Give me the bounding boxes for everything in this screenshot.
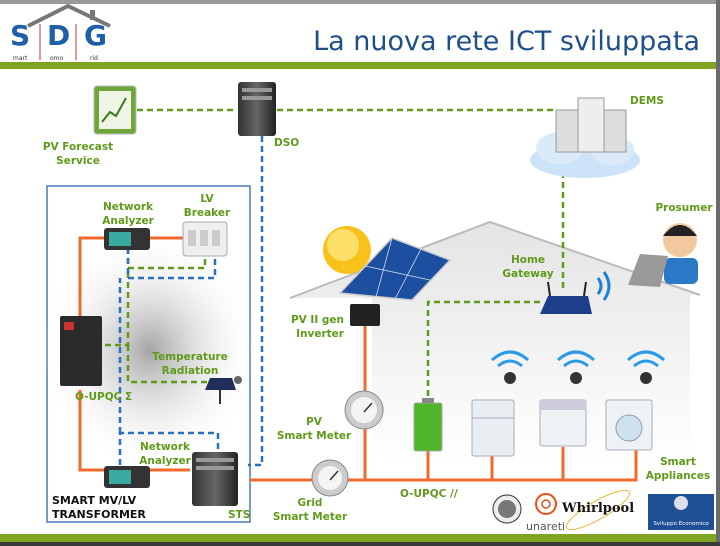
svg-text:omo: omo bbox=[50, 55, 64, 62]
washing-machine-icon bbox=[605, 399, 653, 451]
svg-text:Breaker: Breaker bbox=[184, 207, 231, 219]
right-border bbox=[716, 0, 720, 546]
grid-smart-meter-label: Grid bbox=[298, 497, 323, 509]
o-upqc-sigma-label: O-UPQC Σ bbox=[75, 391, 132, 403]
svg-text:Radiation: Radiation bbox=[162, 365, 219, 377]
fridge-icon bbox=[471, 399, 515, 457]
svg-text:Appliances: Appliances bbox=[646, 470, 711, 482]
network-analyzer-top-icon bbox=[104, 228, 150, 250]
header-accent-bar bbox=[0, 62, 716, 69]
dishwasher-wifi-icon bbox=[557, 350, 595, 384]
wifi-signal-icon bbox=[596, 271, 611, 301]
dso-server-icon bbox=[238, 82, 276, 136]
lv-breaker-label: LV bbox=[200, 193, 214, 205]
unareti-logo: unareti bbox=[526, 493, 565, 533]
mise-logo: Sviluppo Economico bbox=[648, 494, 714, 530]
power-lines bbox=[78, 236, 638, 482]
svg-text:TRANSFORMER: TRANSFORMER bbox=[52, 508, 146, 521]
svg-text:D: D bbox=[47, 19, 70, 52]
footer-accent-bar bbox=[0, 534, 716, 542]
fridge-wifi-icon bbox=[491, 350, 529, 384]
dishwasher-icon bbox=[539, 399, 587, 447]
network-analyzer-bottom-icon bbox=[104, 466, 150, 488]
sts-label: STS bbox=[228, 509, 250, 521]
washer-wifi-icon bbox=[627, 350, 665, 384]
page-title: La nuova rete ICT sviluppata bbox=[313, 26, 700, 57]
svg-text:mart: mart bbox=[13, 55, 28, 62]
prosumer-label: Prosumer bbox=[655, 202, 713, 214]
home-gateway-label: Home bbox=[511, 254, 545, 266]
svg-text:rid: rid bbox=[90, 55, 98, 62]
pv-inverter-icon bbox=[350, 304, 380, 326]
battery-icon bbox=[413, 398, 443, 452]
dso-label: DSO bbox=[274, 137, 299, 149]
svg-text:S: S bbox=[10, 19, 30, 52]
whirlpool-logo: Whirlpool bbox=[561, 489, 634, 531]
dso-links bbox=[118, 136, 264, 467]
network-analyzer-bottom-label: Network bbox=[140, 441, 191, 453]
temperature-radiation-label: Temperature bbox=[152, 351, 228, 363]
solar-panel-icon bbox=[338, 237, 452, 301]
prosumer-avatar-icon bbox=[628, 223, 698, 287]
svg-text:Smart Meter: Smart Meter bbox=[273, 511, 348, 523]
pv-smart-meter-icon bbox=[344, 390, 384, 430]
top-border bbox=[0, 0, 720, 4]
university-seal-logo bbox=[492, 494, 522, 524]
pv-forecast-chart-icon bbox=[93, 85, 137, 135]
svg-text:Sviluppo Economico: Sviluppo Economico bbox=[653, 521, 709, 527]
irradiance-sensor-icon bbox=[205, 376, 242, 404]
pv-smart-meter-label: PV bbox=[306, 416, 323, 428]
sdg-logo: S D G mart omo rid bbox=[10, 3, 111, 62]
svg-text:Analyzer: Analyzer bbox=[139, 455, 191, 467]
grid-smart-meter-icon bbox=[311, 459, 349, 497]
dems-label: DEMS bbox=[630, 95, 664, 107]
router-icon bbox=[540, 281, 592, 314]
svg-text:unareti: unareti bbox=[526, 520, 565, 533]
svg-text:Analyzer: Analyzer bbox=[102, 215, 154, 227]
o-upqc-sigma-cabinet-icon bbox=[60, 316, 102, 386]
svg-text:G: G bbox=[84, 19, 107, 52]
transformer-label: SMART MV/LV bbox=[52, 494, 137, 507]
svg-text:Inverter: Inverter bbox=[296, 328, 345, 340]
network-analyzer-top-label: Network bbox=[103, 201, 154, 213]
lv-breaker-icon bbox=[182, 221, 228, 257]
svg-text:Gateway: Gateway bbox=[502, 268, 553, 280]
smart-appliances-label: Smart bbox=[660, 456, 696, 468]
sun-icon bbox=[323, 226, 371, 274]
pv-forecast-label: PV Forecast bbox=[43, 141, 113, 153]
dems-cloud-icon bbox=[530, 97, 640, 178]
svg-text:Whirlpool: Whirlpool bbox=[561, 501, 634, 516]
pv-inverter-label: PV II gen bbox=[291, 314, 344, 326]
sts-server-icon bbox=[192, 452, 238, 506]
svg-text:Service: Service bbox=[56, 155, 100, 167]
o-upqc-parallel-label: O-UPQC // bbox=[400, 488, 458, 500]
svg-text:Smart Meter: Smart Meter bbox=[277, 430, 352, 442]
